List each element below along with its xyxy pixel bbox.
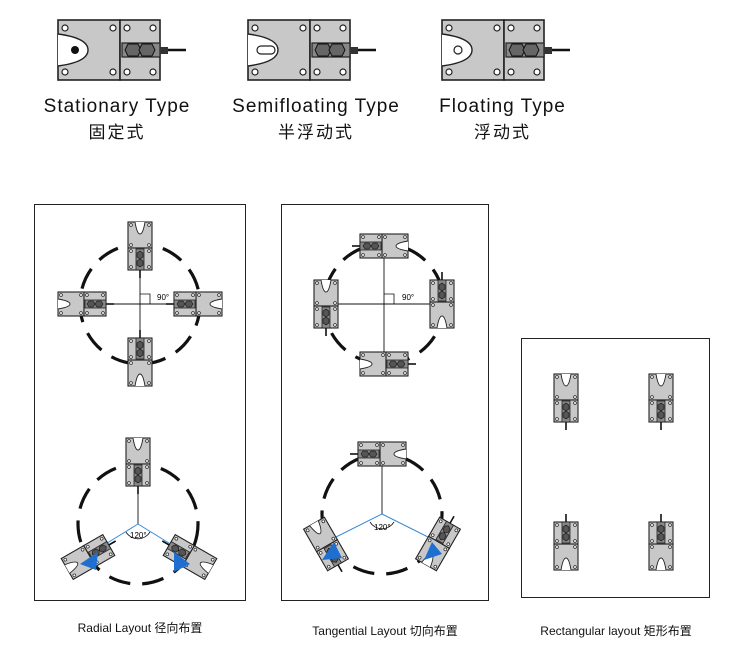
module-left [302,516,350,573]
tangential-angle-label: 120° [374,523,391,532]
tangential-right-angle-label: 90° [402,293,414,302]
module-top-right [648,373,674,430]
load-module [441,19,570,81]
module-top [350,441,407,467]
force-arrow [322,542,342,560]
semifloating-type-label: Semifloating Type [232,96,400,117]
radial-angle-label: 120° [130,531,147,540]
module-left [313,279,339,336]
module-semifloating [247,19,376,81]
module-top [352,233,409,259]
radial-layout-caption: Radial Layout 径向布置 [77,621,203,635]
rectangular-layout-diagram [553,373,674,571]
module-top [125,437,151,494]
stationary-type-label: Stationary Type [43,96,191,117]
radial-layout-diagram: 90° 120° [57,221,223,586]
rectangular-layout-panel [521,338,710,598]
module-bottom [359,351,416,377]
floating-type-label: Floating Type [439,96,566,117]
module-bottom [127,330,153,387]
module-right [166,291,223,317]
module-top [127,221,153,278]
force-arrow [80,552,98,570]
module-top-left [553,373,579,430]
module-bottom-left [553,514,579,571]
module-left [57,291,114,317]
semifloating-type-cn-label: 半浮动式 [278,123,354,142]
tangential-layout-caption: Tangential Layout 切向布置 [312,624,458,638]
force-arrow [174,552,190,572]
module-right [429,272,455,329]
floating-type-cn-label: 浮动式 [474,123,531,142]
module-right [161,533,218,581]
load-module [247,19,376,81]
module-left [60,533,117,581]
module-right [414,515,462,572]
rectangular-layout-caption: Rectangular layout 矩形布置 [540,624,692,638]
tangential-layout-diagram: 90° 120° [302,233,462,576]
module-bottom-right [648,514,674,571]
module-floating [441,19,570,81]
force-arrow [424,542,442,560]
load-module [57,19,186,81]
radial-right-angle-label: 90° [157,293,169,302]
stationary-type-cn-label: 固定式 [88,123,146,142]
module-stationary [57,19,186,81]
